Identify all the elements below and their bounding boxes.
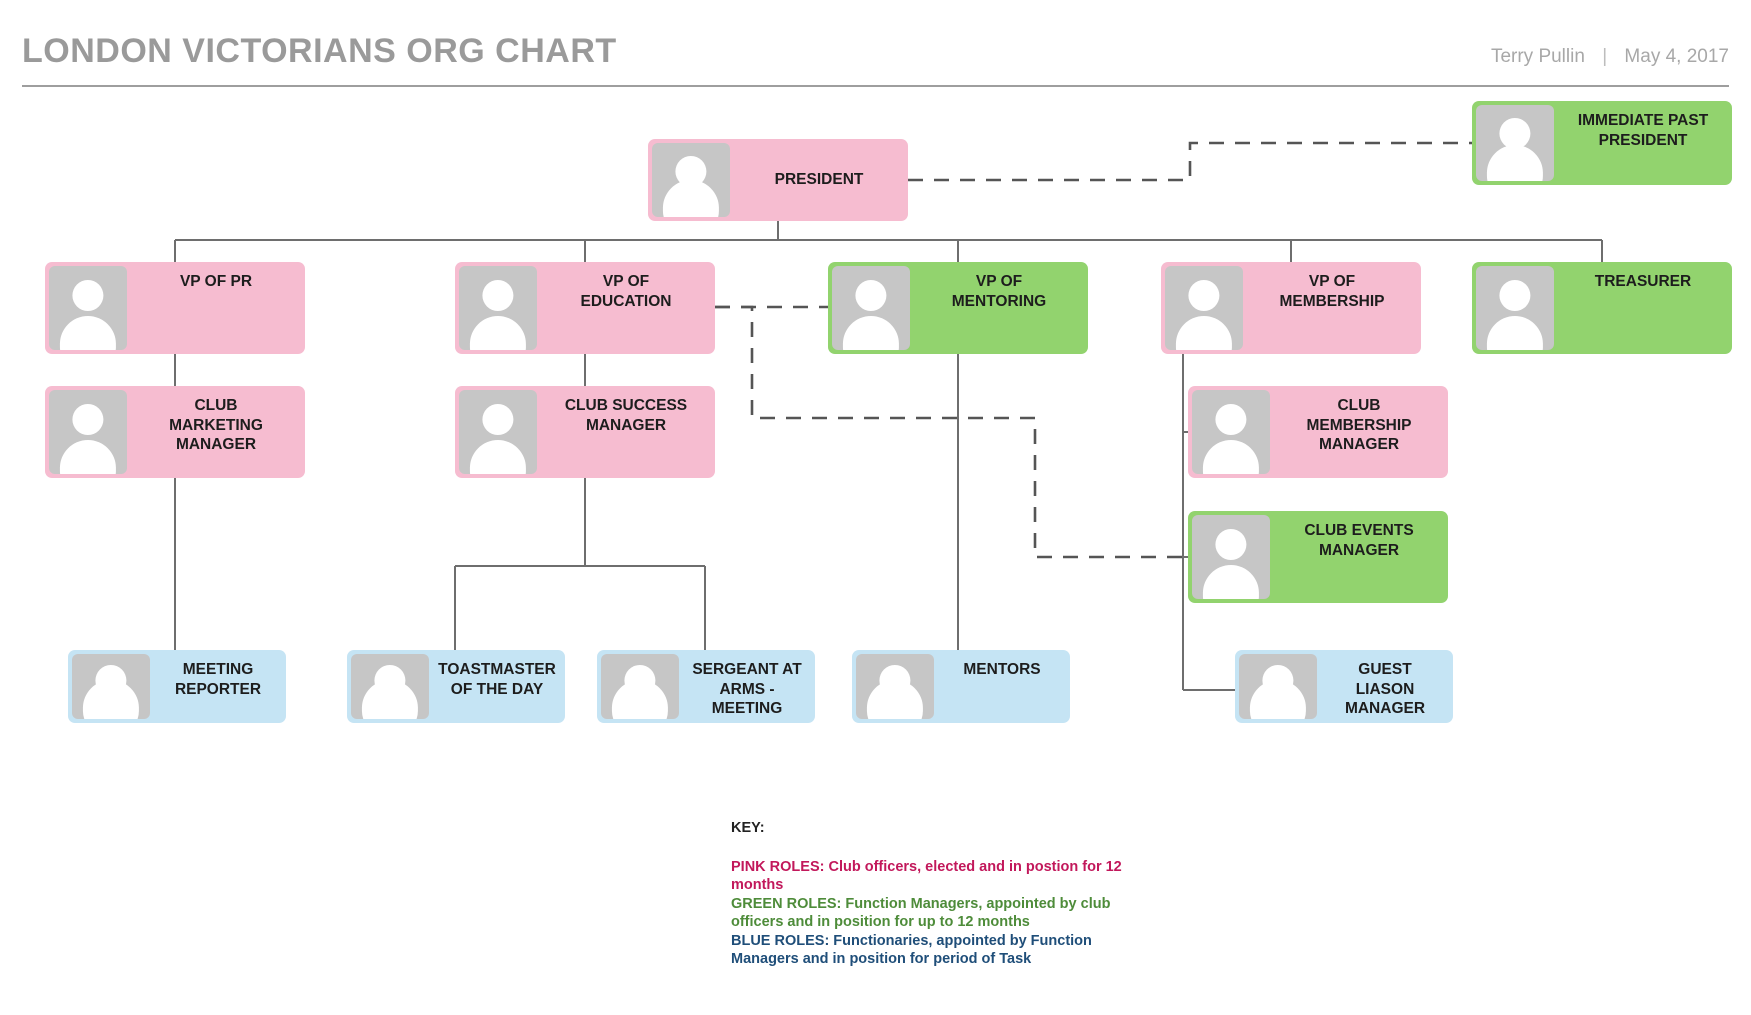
node-label: MEETING REPORTER	[174, 661, 262, 698]
node-vp-of-education[interactable]: VP OF EDUCATION	[455, 262, 715, 354]
node-label: VP OF PR	[179, 273, 253, 290]
header-divider	[22, 85, 1729, 87]
avatar	[1192, 390, 1270, 474]
avatar	[351, 654, 429, 719]
avatar	[832, 266, 910, 350]
node-label: VP OF MEMBERSHIP	[1279, 273, 1385, 310]
node-label: CLUB MARKETING MANAGER	[169, 397, 263, 454]
meta-separator: |	[1602, 46, 1608, 67]
node-club-success-manager[interactable]: CLUB SUCCESS MANAGER	[455, 386, 715, 478]
node-immediate-past-president[interactable]: IMMEDIATE PAST PRESIDENT	[1472, 101, 1732, 185]
chart-date: May 4, 2017	[1624, 46, 1729, 67]
avatar	[1239, 654, 1317, 719]
node-label: IMMEDIATE PAST PRESIDENT	[1577, 112, 1709, 149]
legend-pink-roles: PINK ROLES: Club officers, elected and i…	[731, 859, 1122, 894]
node-label: TREASURER	[1594, 273, 1692, 290]
node-president[interactable]: PRESIDENT	[648, 139, 908, 221]
node-label: TOASTMASTER OF THE DAY	[438, 661, 556, 698]
node-vp-of-mentoring[interactable]: VP OF MENTORING	[828, 262, 1088, 354]
node-label: PRESIDENT	[774, 171, 864, 189]
avatar	[601, 654, 679, 719]
avatar	[459, 390, 537, 474]
avatar	[49, 390, 127, 474]
avatar	[1165, 266, 1243, 350]
header-meta: Terry Pullin | May 4, 2017	[1491, 46, 1729, 68]
node-club-events-manager[interactable]: CLUB EVENTS MANAGER	[1188, 511, 1448, 603]
node-toastmaster-of-the-day[interactable]: TOASTMASTER OF THE DAY	[347, 650, 565, 723]
node-label: CLUB MEMBERSHIP MANAGER	[1306, 397, 1412, 454]
node-meeting-reporter[interactable]: MEETING REPORTER	[68, 650, 286, 723]
avatar	[1476, 266, 1554, 350]
edge-president-immediate-past-president	[908, 141, 1472, 182]
node-label: CLUB EVENTS MANAGER	[1304, 522, 1414, 559]
legend: KEY: PINK ROLES: Club officers, elected …	[731, 820, 1151, 968]
page-title: LONDON VICTORIANS ORG CHART	[22, 32, 617, 70]
node-club-marketing-manager[interactable]: CLUB MARKETING MANAGER	[45, 386, 305, 478]
legend-blue-roles: BLUE ROLES: Functionaries, appointed by …	[731, 932, 1092, 968]
node-label: VP OF EDUCATION	[580, 273, 672, 310]
avatar	[459, 266, 537, 350]
node-label: VP OF MENTORING	[951, 273, 1047, 310]
node-label: GUEST LIASON MANAGER	[1344, 661, 1426, 718]
node-label: MENTORS	[963, 661, 1041, 678]
node-mentors[interactable]: MENTORS	[852, 650, 1070, 723]
node-vp-of-pr[interactable]: VP OF PR	[45, 262, 305, 354]
avatar	[1192, 515, 1270, 599]
legend-green-roles: GREEN ROLES: Function Managers, appointe…	[731, 895, 1111, 931]
node-treasurer[interactable]: TREASURER	[1472, 262, 1732, 354]
node-club-membership-manager[interactable]: CLUB MEMBERSHIP MANAGER	[1188, 386, 1448, 478]
author-name: Terry Pullin	[1490, 46, 1585, 67]
node-label: CLUB SUCCESS MANAGER	[564, 397, 688, 434]
avatar	[856, 654, 934, 719]
node-vp-of-membership[interactable]: VP OF MEMBERSHIP	[1161, 262, 1421, 354]
legend-title: KEY:	[731, 820, 765, 836]
node-label: SERGEANT AT ARMS - MEETING	[692, 661, 802, 718]
node-sergeant-at-arms-meeting[interactable]: SERGEANT AT ARMS - MEETING	[597, 650, 815, 723]
avatar	[652, 143, 730, 217]
node-guest-liason-manager[interactable]: GUEST LIASON MANAGER	[1235, 650, 1453, 723]
avatar	[49, 266, 127, 350]
page-header: LONDON VICTORIANS ORG CHART Terry Pullin…	[0, 0, 1751, 92]
avatar	[1476, 105, 1554, 181]
avatar	[72, 654, 150, 719]
